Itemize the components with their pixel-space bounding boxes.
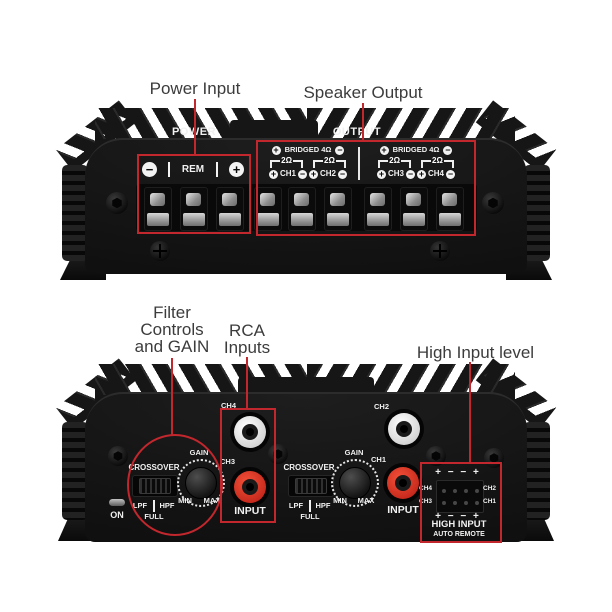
high-input-connector[interactable]: [436, 480, 484, 513]
filter-controls-callout: Filter Controls and GAIN: [134, 303, 210, 356]
impedance-bracket: 2Ω: [378, 157, 411, 168]
remote-terminal-label: REM: [181, 163, 205, 175]
speaker-output-highlight-box: [256, 140, 476, 236]
impedance-bracket: 2Ω: [421, 157, 454, 168]
heatsink-side-fins-left: [62, 422, 88, 520]
output-group-divider: [358, 147, 360, 180]
minus-icon: −: [443, 145, 453, 155]
hex-socket: [488, 197, 498, 209]
heatsink-side-fins-right: [524, 422, 550, 520]
rca-jack-ch1[interactable]: [383, 463, 423, 503]
high-input-callout: High Input level: [416, 343, 535, 362]
panel-hex-screw: [482, 192, 504, 214]
screw-terminal[interactable]: [254, 187, 282, 231]
minus-icon: −: [142, 161, 157, 177]
rca-jack-ch4[interactable]: [230, 412, 270, 452]
rca-inputs-callout: RCA Inputs: [223, 321, 271, 357]
channel-label: CH3: [387, 169, 404, 179]
polarity-row-bottom: + − − +: [435, 511, 481, 522]
power-input-callout: Power Input: [149, 79, 241, 98]
polarity-row-top: + − − +: [435, 467, 481, 478]
plus-icon: +: [379, 145, 389, 155]
max-label: MAX: [357, 496, 375, 505]
hpf-label: HPF: [315, 501, 331, 510]
filter-tick-mark: [309, 500, 311, 512]
chassis-phillips-screw: [150, 241, 170, 261]
hi-ch1-label: CH1: [483, 498, 497, 505]
gain-knob[interactable]: [331, 459, 379, 507]
channel-label: CH2: [320, 169, 337, 179]
on-label: ON: [110, 510, 124, 520]
screw-terminal[interactable]: [144, 187, 172, 231]
plus-icon: +: [417, 169, 426, 179]
power-led: [109, 499, 125, 506]
screw-terminal[interactable]: [180, 187, 208, 231]
channel-label: CH1: [279, 169, 296, 179]
power-input-leader-line: [194, 99, 196, 156]
minus-icon: −: [335, 145, 345, 155]
impedance-bracket: 2Ω: [270, 157, 303, 168]
heatsink-side-fins-right: [524, 165, 550, 261]
high-input-leader-line: [469, 362, 471, 463]
minus-icon: −: [406, 169, 415, 179]
plus-icon: +: [268, 169, 278, 179]
channel-label: CH4: [428, 169, 445, 179]
power-input-highlight-box: [137, 154, 251, 234]
ch3-label: CH3: [220, 457, 236, 466]
lpf-label: LPF: [288, 501, 304, 510]
ch2-label: CH2: [374, 402, 390, 411]
hi-ch4-label: CH4: [419, 485, 433, 492]
divider-bar: [215, 161, 218, 177]
bridged-label: BRIDGED 4Ω: [392, 145, 440, 155]
rca-leader-line: [246, 357, 248, 409]
screw-terminal[interactable]: [324, 187, 352, 231]
crossover-switch[interactable]: [288, 475, 334, 497]
ch4-label: CH4: [221, 401, 237, 410]
rca-highlight-box: [220, 408, 276, 523]
output-section-label: OUTPUT: [332, 126, 382, 138]
plus-icon: +: [309, 169, 318, 179]
ch1-label: CH1: [371, 455, 387, 464]
filter-leader-line: [171, 358, 173, 436]
screw-terminal[interactable]: [288, 187, 316, 231]
speaker-output-leader-line: [362, 103, 364, 142]
screw-terminal[interactable]: [400, 187, 428, 231]
screw-terminal[interactable]: [216, 187, 244, 231]
high-input-highlight-box: [420, 462, 502, 543]
divider-bar: [168, 161, 171, 177]
input-label: INPUT: [234, 505, 266, 517]
panel-hex-screw: [106, 192, 128, 214]
plus-icon: +: [271, 145, 281, 155]
power-section-label: POWER: [163, 126, 225, 138]
impedance-bracket: 2Ω: [313, 157, 346, 168]
chassis-phillips-screw: [430, 241, 450, 261]
gain-label: GAIN: [344, 448, 364, 457]
panel-hex-screw: [108, 446, 128, 466]
filter-highlight-circle: [127, 434, 223, 536]
heatsink-flat-section: [230, 120, 318, 142]
speaker-output-callout: Speaker Output: [303, 83, 423, 102]
plus-icon: +: [228, 161, 244, 177]
full-label: FULL: [300, 512, 320, 521]
minus-icon: −: [338, 169, 348, 179]
rca-jack-ch3[interactable]: [230, 467, 270, 507]
bridged-label: BRIDGED 4Ω: [284, 145, 332, 155]
high-input-title: HIGH INPUT: [431, 519, 487, 530]
auto-remote-label: AUTO REMOTE: [433, 531, 485, 538]
minus-icon: −: [446, 169, 456, 179]
minus-icon: −: [298, 169, 307, 179]
hi-ch2-label: CH2: [483, 485, 497, 492]
plus-icon: +: [376, 169, 386, 179]
panel-hex-screw: [426, 446, 446, 466]
hi-ch3-label: CH3: [419, 498, 433, 505]
crossover-label: CROSSOVER: [283, 463, 335, 472]
min-label: MIN: [333, 496, 347, 505]
heatsink-side-fins-left: [62, 165, 88, 261]
rca-jack-ch2[interactable]: [384, 409, 424, 449]
hex-socket: [112, 197, 122, 209]
panel-hex-screw: [268, 444, 288, 464]
screw-terminal[interactable]: [436, 187, 464, 231]
screw-terminal[interactable]: [364, 187, 392, 231]
input-label: INPUT: [387, 504, 419, 516]
